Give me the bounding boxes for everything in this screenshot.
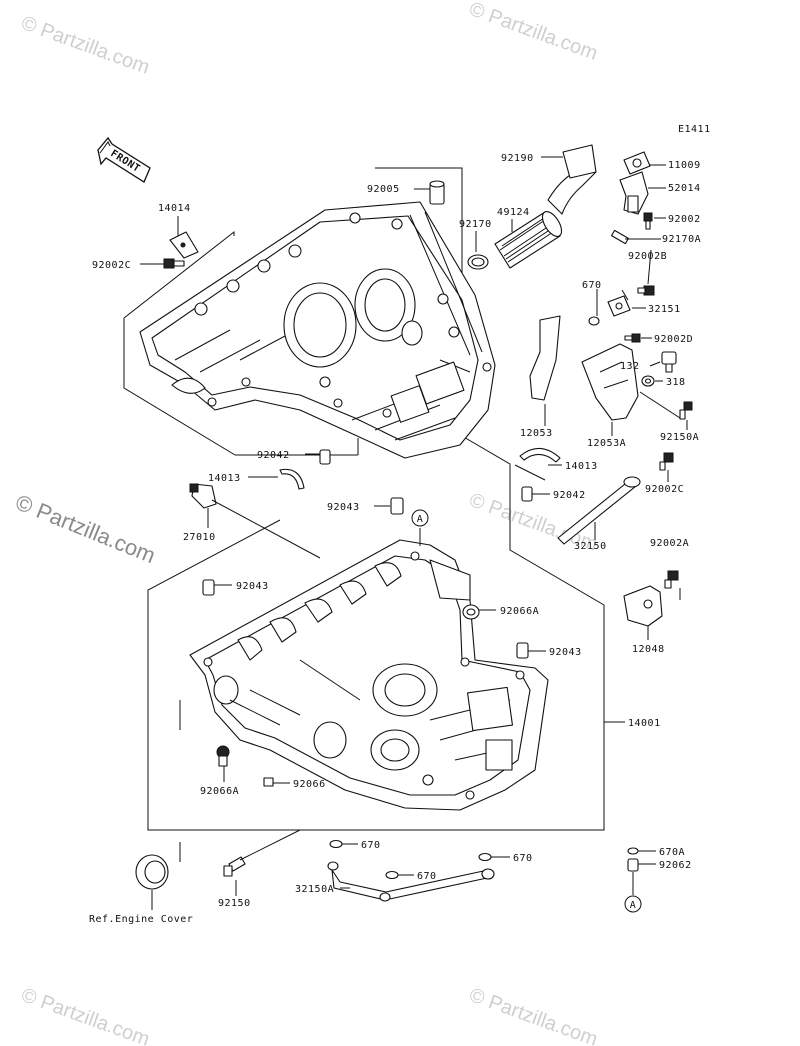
lower-crankcase bbox=[189, 539, 549, 811]
label-12048: 12048 bbox=[632, 644, 665, 655]
part-92002-bolt bbox=[643, 212, 653, 230]
watermark-brand: © Partzilla.com bbox=[12, 489, 159, 568]
part-12048-bracket bbox=[623, 585, 663, 627]
part-92170a-clip bbox=[611, 229, 629, 245]
part-92042-dowel-right bbox=[521, 486, 533, 502]
label-92042-right: 92042 bbox=[553, 490, 586, 501]
label-670a: 670A bbox=[659, 847, 685, 858]
label-14013-left: 14013 bbox=[208, 473, 241, 484]
label-92043-top: 92043 bbox=[327, 502, 360, 513]
label-92150: 92150 bbox=[218, 898, 251, 909]
label-92002: 92002 bbox=[668, 214, 701, 225]
part-92066a-plug-left bbox=[216, 745, 230, 767]
part-670a-oring bbox=[627, 847, 639, 855]
label-14014: 14014 bbox=[158, 203, 191, 214]
label-92002c-right: 92002C bbox=[645, 484, 684, 495]
part-92062-collar bbox=[627, 858, 639, 872]
part-14013-bearing-right bbox=[519, 447, 561, 463]
label-12053: 12053 bbox=[520, 428, 553, 439]
label-92043-right: 92043 bbox=[549, 647, 582, 658]
callout-a-bottom-label: A bbox=[630, 900, 637, 911]
label-92002c-top: 92002C bbox=[92, 260, 131, 271]
part-32150a-pipe bbox=[327, 861, 495, 902]
part-92002c-bolt-right bbox=[659, 452, 674, 471]
part-92150a-bolt bbox=[679, 401, 693, 420]
part-92190-hose bbox=[547, 144, 597, 215]
watermark-bottom-left: © Partzilla.com bbox=[18, 984, 152, 1046]
label-92062: 92062 bbox=[659, 860, 692, 871]
label-ref-engine-cover: Ref.Engine Cover bbox=[89, 914, 193, 925]
label-92042-left: 92042 bbox=[257, 450, 290, 461]
label-49124: 49124 bbox=[497, 207, 530, 218]
part-14013-bearing-left bbox=[279, 468, 305, 490]
part-92005-plug bbox=[429, 180, 445, 205]
upper-crankcase bbox=[139, 201, 496, 459]
label-11009: 11009 bbox=[668, 160, 701, 171]
label-32150: 32150 bbox=[574, 541, 607, 552]
label-32150a: 32150A bbox=[295, 884, 334, 895]
label-14013-right: 14013 bbox=[565, 461, 598, 472]
label-670-c: 670 bbox=[417, 871, 437, 882]
label-14001: 14001 bbox=[628, 718, 661, 729]
label-92170: 92170 bbox=[459, 219, 492, 230]
label-92002d: 92002D bbox=[654, 334, 693, 345]
label-92066a-right: 92066A bbox=[500, 606, 539, 617]
label-132: 132 bbox=[620, 361, 640, 372]
label-670-a: 670 bbox=[582, 280, 602, 291]
part-49124-hose bbox=[494, 211, 563, 269]
part-12053a-chain-guide bbox=[581, 343, 639, 421]
part-132-bolt bbox=[661, 351, 677, 373]
part-engine-cover-seal bbox=[135, 854, 169, 890]
front-arrow-icon: FRONT bbox=[97, 136, 151, 183]
part-27010-switch bbox=[189, 483, 217, 509]
watermark-bottom-right: © Partzilla.com bbox=[466, 984, 600, 1046]
part-670-oring-a bbox=[588, 316, 600, 326]
leader-lines bbox=[140, 156, 688, 910]
part-92170-clamp bbox=[467, 254, 489, 270]
part-92002b-bolt bbox=[637, 285, 655, 296]
label-92150a: 92150A bbox=[660, 432, 699, 443]
label-92002a: 92002A bbox=[650, 538, 689, 549]
label-92043-left: 92043 bbox=[236, 581, 269, 592]
label-318: 318 bbox=[666, 377, 686, 388]
diagram-code: E1411 bbox=[678, 124, 711, 135]
part-14014-plate bbox=[169, 231, 199, 259]
label-92066a-left: 92066A bbox=[200, 786, 239, 797]
part-52014-breather bbox=[619, 171, 649, 215]
callout-a-top-label: A bbox=[417, 514, 424, 525]
label-12053a: 12053A bbox=[587, 438, 626, 449]
watermark-top-left: © Partzilla.com bbox=[18, 12, 152, 79]
callout-a-bottom: A bbox=[624, 895, 642, 913]
part-92043-dowel-top bbox=[390, 497, 404, 515]
part-32150-pipe bbox=[557, 476, 641, 545]
part-92002d-bolt bbox=[624, 333, 641, 343]
part-318-washer bbox=[641, 375, 655, 387]
label-92170a: 92170A bbox=[662, 234, 701, 245]
part-12053-chain-guide bbox=[529, 315, 561, 401]
label-92066: 92066 bbox=[293, 779, 326, 790]
part-32151-fitting bbox=[607, 289, 631, 317]
watermark-top-right: © Partzilla.com bbox=[466, 0, 600, 65]
part-92002a-bolt bbox=[664, 570, 679, 589]
callout-a-top: A bbox=[411, 509, 429, 527]
part-670-orings-bottom bbox=[329, 839, 492, 880]
part-92042-dowel-left bbox=[319, 449, 331, 465]
label-92190: 92190 bbox=[501, 153, 534, 164]
part-92150-bolt bbox=[223, 856, 246, 877]
label-92002b: 92002B bbox=[628, 251, 667, 262]
part-92002c-bolt bbox=[163, 258, 185, 269]
label-52014: 52014 bbox=[668, 183, 701, 194]
part-labels: 92190 11009 52014 92002 92170A 92002B 49… bbox=[89, 153, 701, 925]
label-92005: 92005 bbox=[367, 184, 400, 195]
label-32151: 32151 bbox=[648, 304, 681, 315]
part-92066-dowel bbox=[263, 777, 274, 787]
label-27010: 27010 bbox=[183, 532, 216, 543]
label-670-d: 670 bbox=[513, 853, 533, 864]
label-670-b: 670 bbox=[361, 840, 381, 851]
part-92043-dowel-left bbox=[202, 579, 215, 596]
part-11009-gasket bbox=[623, 151, 651, 175]
part-92066a-plug-right bbox=[462, 604, 480, 620]
part-92043-dowel-right bbox=[516, 642, 529, 659]
